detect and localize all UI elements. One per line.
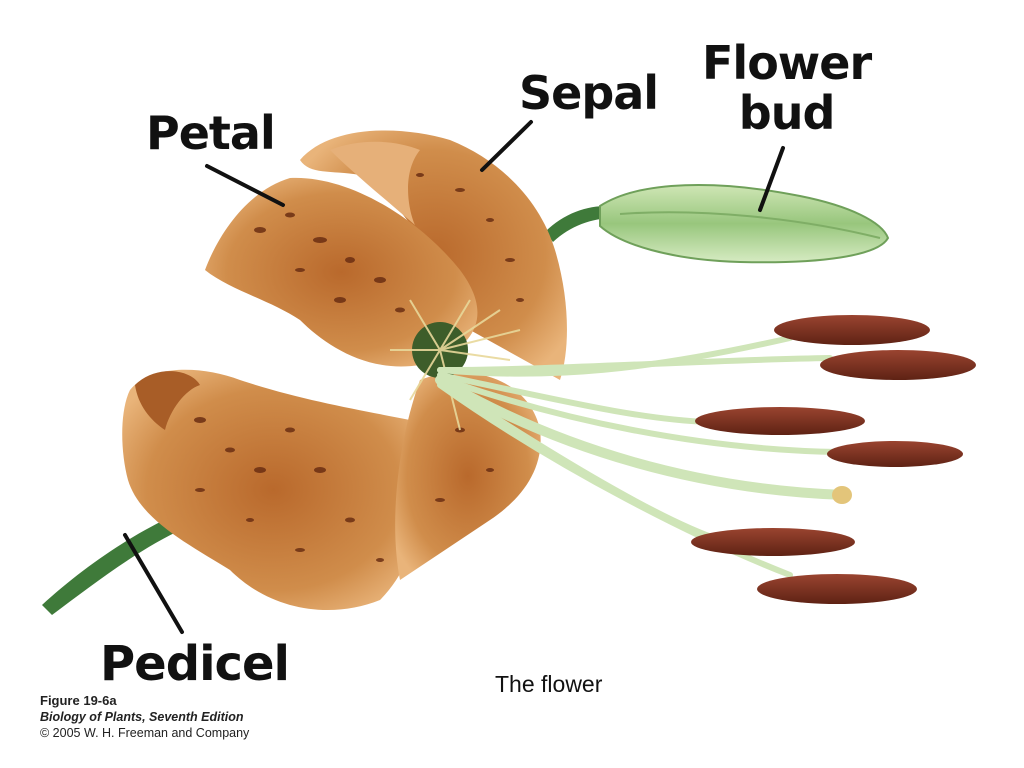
slide-caption: The flower — [495, 671, 603, 697]
label-flower-bud-line2: bud — [738, 86, 836, 140]
label-petal: Petal — [146, 106, 276, 160]
petal-shape — [205, 177, 478, 367]
label-flower-bud: Flower bud — [702, 36, 872, 140]
flower-bud — [599, 184, 890, 264]
figure-credits: Figure 19-6a Biology of Plants, Seventh … — [40, 693, 249, 741]
label-flower-bud-line1: Flower — [702, 36, 872, 90]
bud-stem — [545, 205, 614, 242]
filaments — [435, 335, 850, 578]
figure-number: Figure 19-6a — [40, 693, 117, 708]
anthers — [691, 315, 976, 604]
label-sepal: Sepal — [519, 66, 659, 120]
lower-petal — [122, 369, 425, 610]
label-pedicel: Pedicel — [100, 636, 290, 692]
leader-lines — [123, 120, 785, 634]
book-title: Biology of Plants, Seventh Edition — [40, 710, 244, 724]
copyright-line: © 2005 W. H. Freeman and Company — [40, 726, 250, 740]
pedicel-stem — [42, 515, 185, 615]
